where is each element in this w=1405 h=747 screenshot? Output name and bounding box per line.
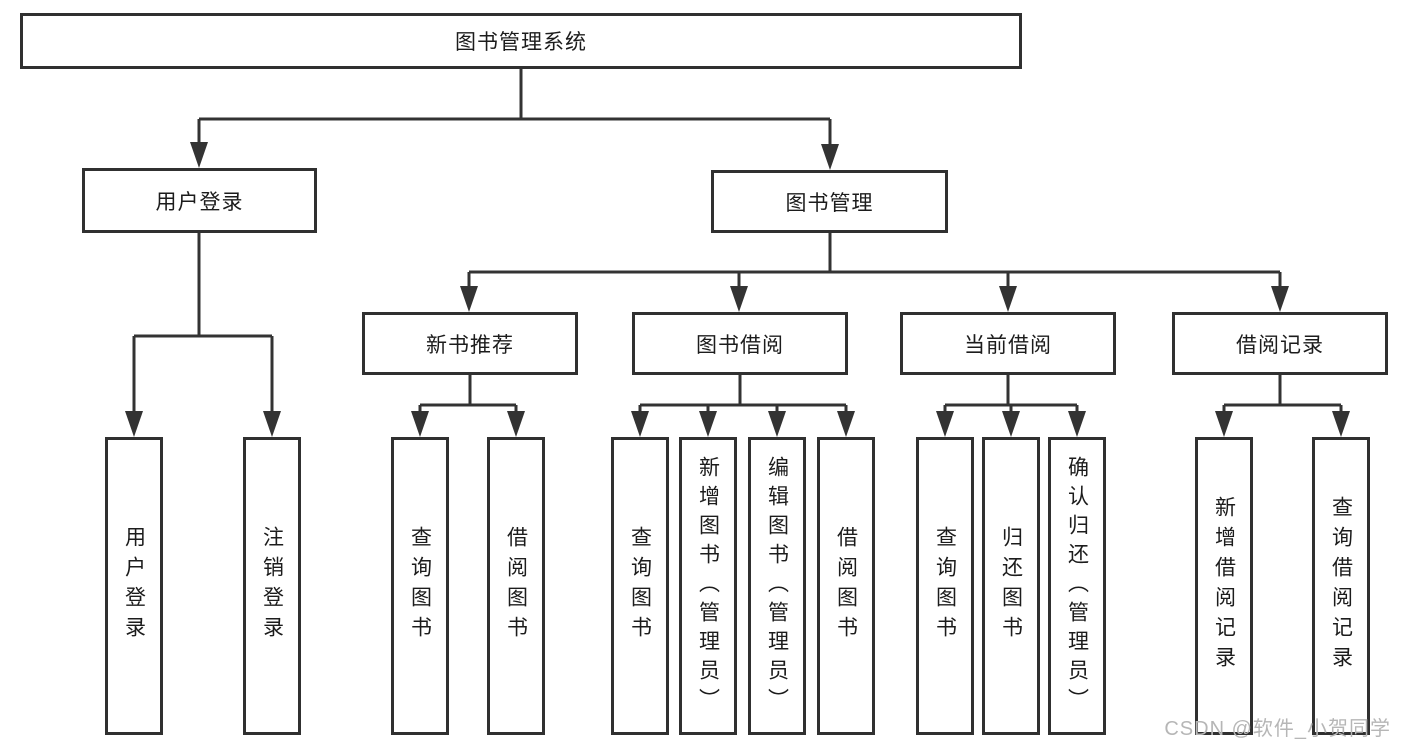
arrow-down-icon <box>1215 411 1233 437</box>
node-br-add-record-label: 新增借阅记录 <box>1212 496 1236 676</box>
node-cb-query-books-label: 查询图书 <box>933 526 957 646</box>
node-cb-query-books: 查询图书 <box>916 437 974 735</box>
node-bb-edit-books: 编辑图书（管理员） <box>748 437 806 735</box>
arrow-down-icon <box>837 411 855 437</box>
node-current-borrow: 当前借阅 <box>900 312 1116 375</box>
node-cb-return-books-label: 归还图书 <box>999 526 1023 646</box>
arrowheads <box>125 142 1350 437</box>
arrow-down-icon <box>730 286 748 312</box>
arrow-down-icon <box>1271 286 1289 312</box>
node-bb-add-books-label: 新增图书（管理员） <box>696 455 720 717</box>
node-bb-query-books: 查询图书 <box>611 437 669 735</box>
connector-new-book-recommend-to-children <box>418 375 518 419</box>
node-nb-query-books: 查询图书 <box>391 437 449 735</box>
node-book-borrow: 图书借阅 <box>632 312 848 375</box>
node-current-borrow-label: 当前借阅 <box>964 333 1052 357</box>
node-borrow-records: 借阅记录 <box>1172 312 1388 375</box>
arrow-down-icon <box>507 411 525 437</box>
node-bb-query-books-label: 查询图书 <box>628 526 652 646</box>
arrow-down-icon <box>1332 411 1350 437</box>
node-nb-borrow-books-label: 借阅图书 <box>504 526 528 646</box>
node-bb-borrow-books-label: 借阅图书 <box>834 526 858 646</box>
connector-borrow-records-to-children <box>1222 375 1343 419</box>
node-br-add-record: 新增借阅记录 <box>1195 437 1253 735</box>
node-bb-edit-books-label: 编辑图书（管理员） <box>765 455 789 717</box>
node-bb-borrow-books: 借阅图书 <box>817 437 875 735</box>
arrow-down-icon <box>699 411 717 437</box>
arrow-down-icon <box>1068 411 1086 437</box>
node-root-label: 图书管理系统 <box>455 31 587 54</box>
node-book-management-label: 图书管理 <box>785 191 874 215</box>
connector-book-management-to-children <box>467 233 1282 294</box>
csdn-watermark: CSDN @软件_小贺同学 <box>1164 718 1391 740</box>
node-nb-query-books-label: 查询图书 <box>408 526 432 646</box>
node-logout-action: 注销登录 <box>243 437 301 735</box>
arrow-down-icon <box>125 411 143 437</box>
node-new-book-recommend: 新书推荐 <box>362 312 578 375</box>
connector-user-login-to-children <box>132 233 274 419</box>
arrow-down-icon <box>190 142 208 168</box>
node-root: 图书管理系统 <box>20 13 1022 69</box>
node-borrow-records-label: 借阅记录 <box>1236 333 1324 357</box>
arrow-down-icon <box>936 411 954 437</box>
node-br-query-record-label: 查询借阅记录 <box>1329 496 1353 676</box>
arrow-down-icon <box>631 411 649 437</box>
arrow-down-icon <box>460 286 478 312</box>
node-book-borrow-label: 图书借阅 <box>696 333 784 357</box>
arrow-down-icon <box>411 411 429 437</box>
node-cb-confirm-return-label: 确认归还（管理员） <box>1065 455 1089 717</box>
node-logout-action-label: 注销登录 <box>260 526 284 646</box>
arrow-down-icon <box>821 144 839 170</box>
arrow-down-icon <box>1002 411 1020 437</box>
node-br-query-record: 查询借阅记录 <box>1312 437 1370 735</box>
node-user-login-action-label: 用户登录 <box>122 526 146 646</box>
arrow-down-icon <box>999 286 1017 312</box>
node-cb-return-books: 归还图书 <box>982 437 1040 735</box>
node-user-login-label: 用户登录 <box>155 190 244 214</box>
node-user-login: 用户登录 <box>82 168 317 233</box>
node-nb-borrow-books: 借阅图书 <box>487 437 545 735</box>
node-cb-confirm-return: 确认归还（管理员） <box>1048 437 1106 735</box>
node-user-login-action: 用户登录 <box>105 437 163 735</box>
node-book-management: 图书管理 <box>711 170 948 233</box>
arrow-down-icon <box>263 411 281 437</box>
connector-root-to-level2 <box>197 69 832 152</box>
node-new-book-recommend-label: 新书推荐 <box>426 333 514 357</box>
arrow-down-icon <box>768 411 786 437</box>
node-bb-add-books: 新增图书（管理员） <box>679 437 737 735</box>
connector-book-borrow-to-children <box>638 375 848 419</box>
